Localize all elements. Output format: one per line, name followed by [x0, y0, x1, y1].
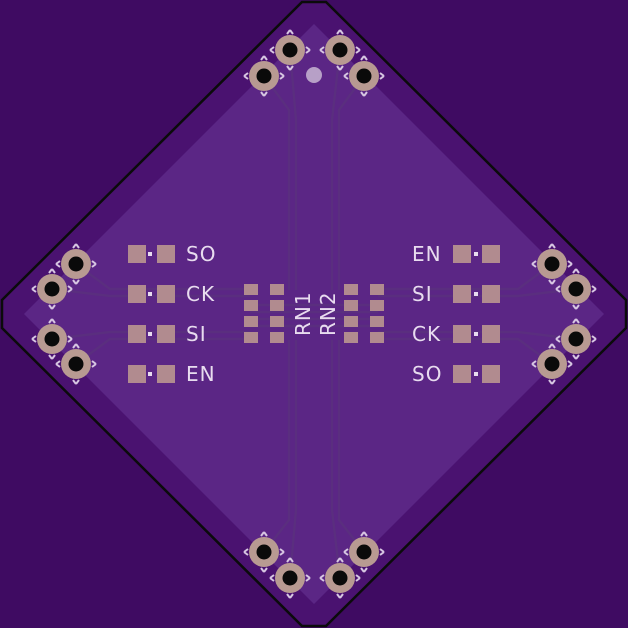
resistor-network-pads: [244, 284, 384, 343]
smd-pad-pair-right: [453, 245, 500, 263]
copper-pour: [24, 24, 604, 604]
right-label-en: EN: [412, 242, 442, 266]
through-hole-pad: [243, 531, 285, 573]
through-hole-pad: [319, 29, 361, 71]
through-hole-pad: [269, 29, 311, 71]
smd-pad-pair-right: [453, 285, 500, 303]
smd-pad-pair-left: [128, 365, 175, 383]
through-hole-pad: [531, 343, 573, 385]
through-hole-pad: [243, 55, 285, 97]
right-label-si: SI: [412, 282, 433, 306]
through-hole-pad: [31, 318, 73, 360]
through-hole-pad: [343, 55, 385, 97]
resistor-network: [244, 284, 284, 343]
through-hole-pad: [555, 268, 597, 310]
through-hole-pad: [31, 268, 73, 310]
left-label-ck: CK: [186, 282, 215, 306]
left-label-en: EN: [186, 362, 216, 386]
through-hole-pad: [319, 557, 361, 599]
through-hole-pad-group: [31, 29, 597, 599]
right-label-so: SO: [412, 362, 442, 386]
smd-pad-group: [128, 245, 500, 383]
through-hole-pad: [55, 343, 97, 385]
smd-pad-pair-left: [128, 325, 175, 343]
through-hole-pad: [555, 318, 597, 360]
smd-pad-pair-right: [453, 325, 500, 343]
marker-dot: [306, 67, 322, 83]
right-label-ck: CK: [412, 322, 441, 346]
left-label-so: SO: [186, 242, 216, 266]
designator-rn1: RN1: [291, 291, 315, 336]
through-hole-pad: [531, 243, 573, 285]
smd-pad-pair-left: [128, 245, 175, 263]
through-hole-pad: [343, 531, 385, 573]
through-hole-pad: [55, 243, 97, 285]
designator-rn2: RN2: [316, 291, 340, 336]
through-hole-pad: [269, 557, 311, 599]
resistor-network: [344, 284, 384, 343]
smd-pad-pair-left: [128, 285, 175, 303]
left-label-si: SI: [186, 322, 207, 346]
smd-pad-pair-right: [453, 365, 500, 383]
